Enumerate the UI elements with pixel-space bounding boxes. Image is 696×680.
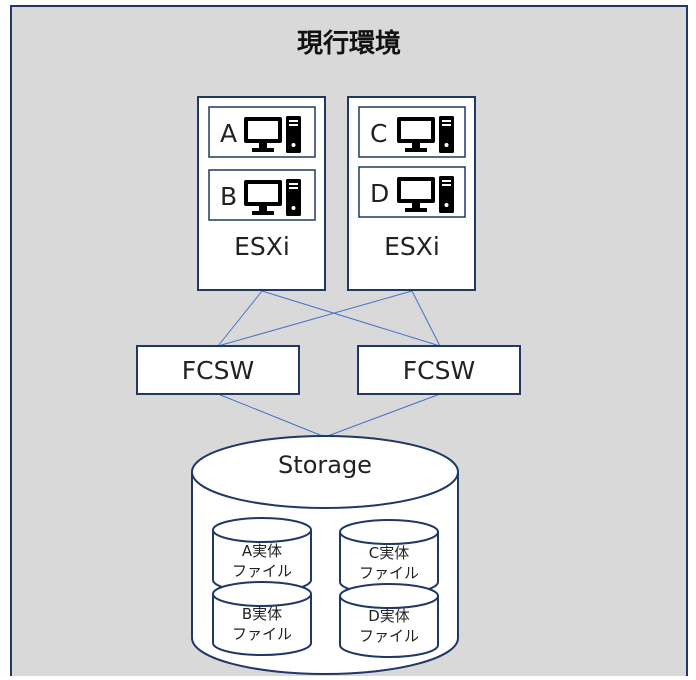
esxi-host-2: C D ESXi [347,96,476,291]
file-label-line1: C実体 [369,544,409,562]
fcsw-box [357,345,521,395]
file-label-line2: ファイル [232,562,292,580]
fcsw-2: FCSW [357,345,521,395]
file-c: C実体 ファイル [339,519,439,595]
vm-label: B [220,182,237,211]
link-esxi1-fcsw2 [261,290,441,347]
file-label-line1: D実体 [368,607,410,625]
file-b: B実体 ファイル [212,581,312,656]
link-esxi2-fcsw2 [411,290,441,347]
vm-c: C [358,106,466,158]
file-cylinder-top [339,583,439,609]
vm-b: B [208,169,316,221]
file-cylinder-top [212,581,312,607]
storage: Storage A実体 ファイル B実体 ファイル C実体 ファイル D実体 フ [191,435,459,675]
diagram-title: 現行環境 [297,28,401,59]
vm-d: D [358,166,466,218]
file-cylinder-top [339,519,439,545]
vm-label: C [370,119,387,148]
fcsw-label: FCSW [403,356,475,385]
file-label-line1: B実体 [242,605,282,623]
vm-label: D [370,179,389,208]
fcsw-1: FCSW [136,345,300,395]
file-label-line2: ファイル [359,627,419,645]
link-fcsw1-storage [217,393,326,438]
file-a: A実体 ファイル [212,517,312,593]
esxi-label: ESXi [384,232,440,261]
vm-label: A [220,119,237,148]
fc-links [217,290,441,438]
storage-label: Storage [278,451,372,479]
file-cylinder-body [212,594,312,656]
link-esxi2-fcsw1 [217,290,413,347]
file-label-line2: ファイル [232,625,292,643]
esxi-host-1: A B ESXi [197,96,326,291]
link-fcsw2-storage [324,393,441,438]
storage-top [191,435,459,509]
vm-a: A [208,106,316,158]
esxi-label: ESXi [234,232,290,261]
link-esxi1-fcsw1 [217,290,263,347]
fcsw-label: FCSW [182,356,254,385]
file-label-line2: ファイル [359,564,419,582]
file-d: D実体 ファイル [339,583,439,658]
file-label-line1: A実体 [242,542,282,560]
fcsw-box [136,345,300,395]
file-cylinder-top [212,517,312,543]
file-cylinder-body [339,596,439,658]
